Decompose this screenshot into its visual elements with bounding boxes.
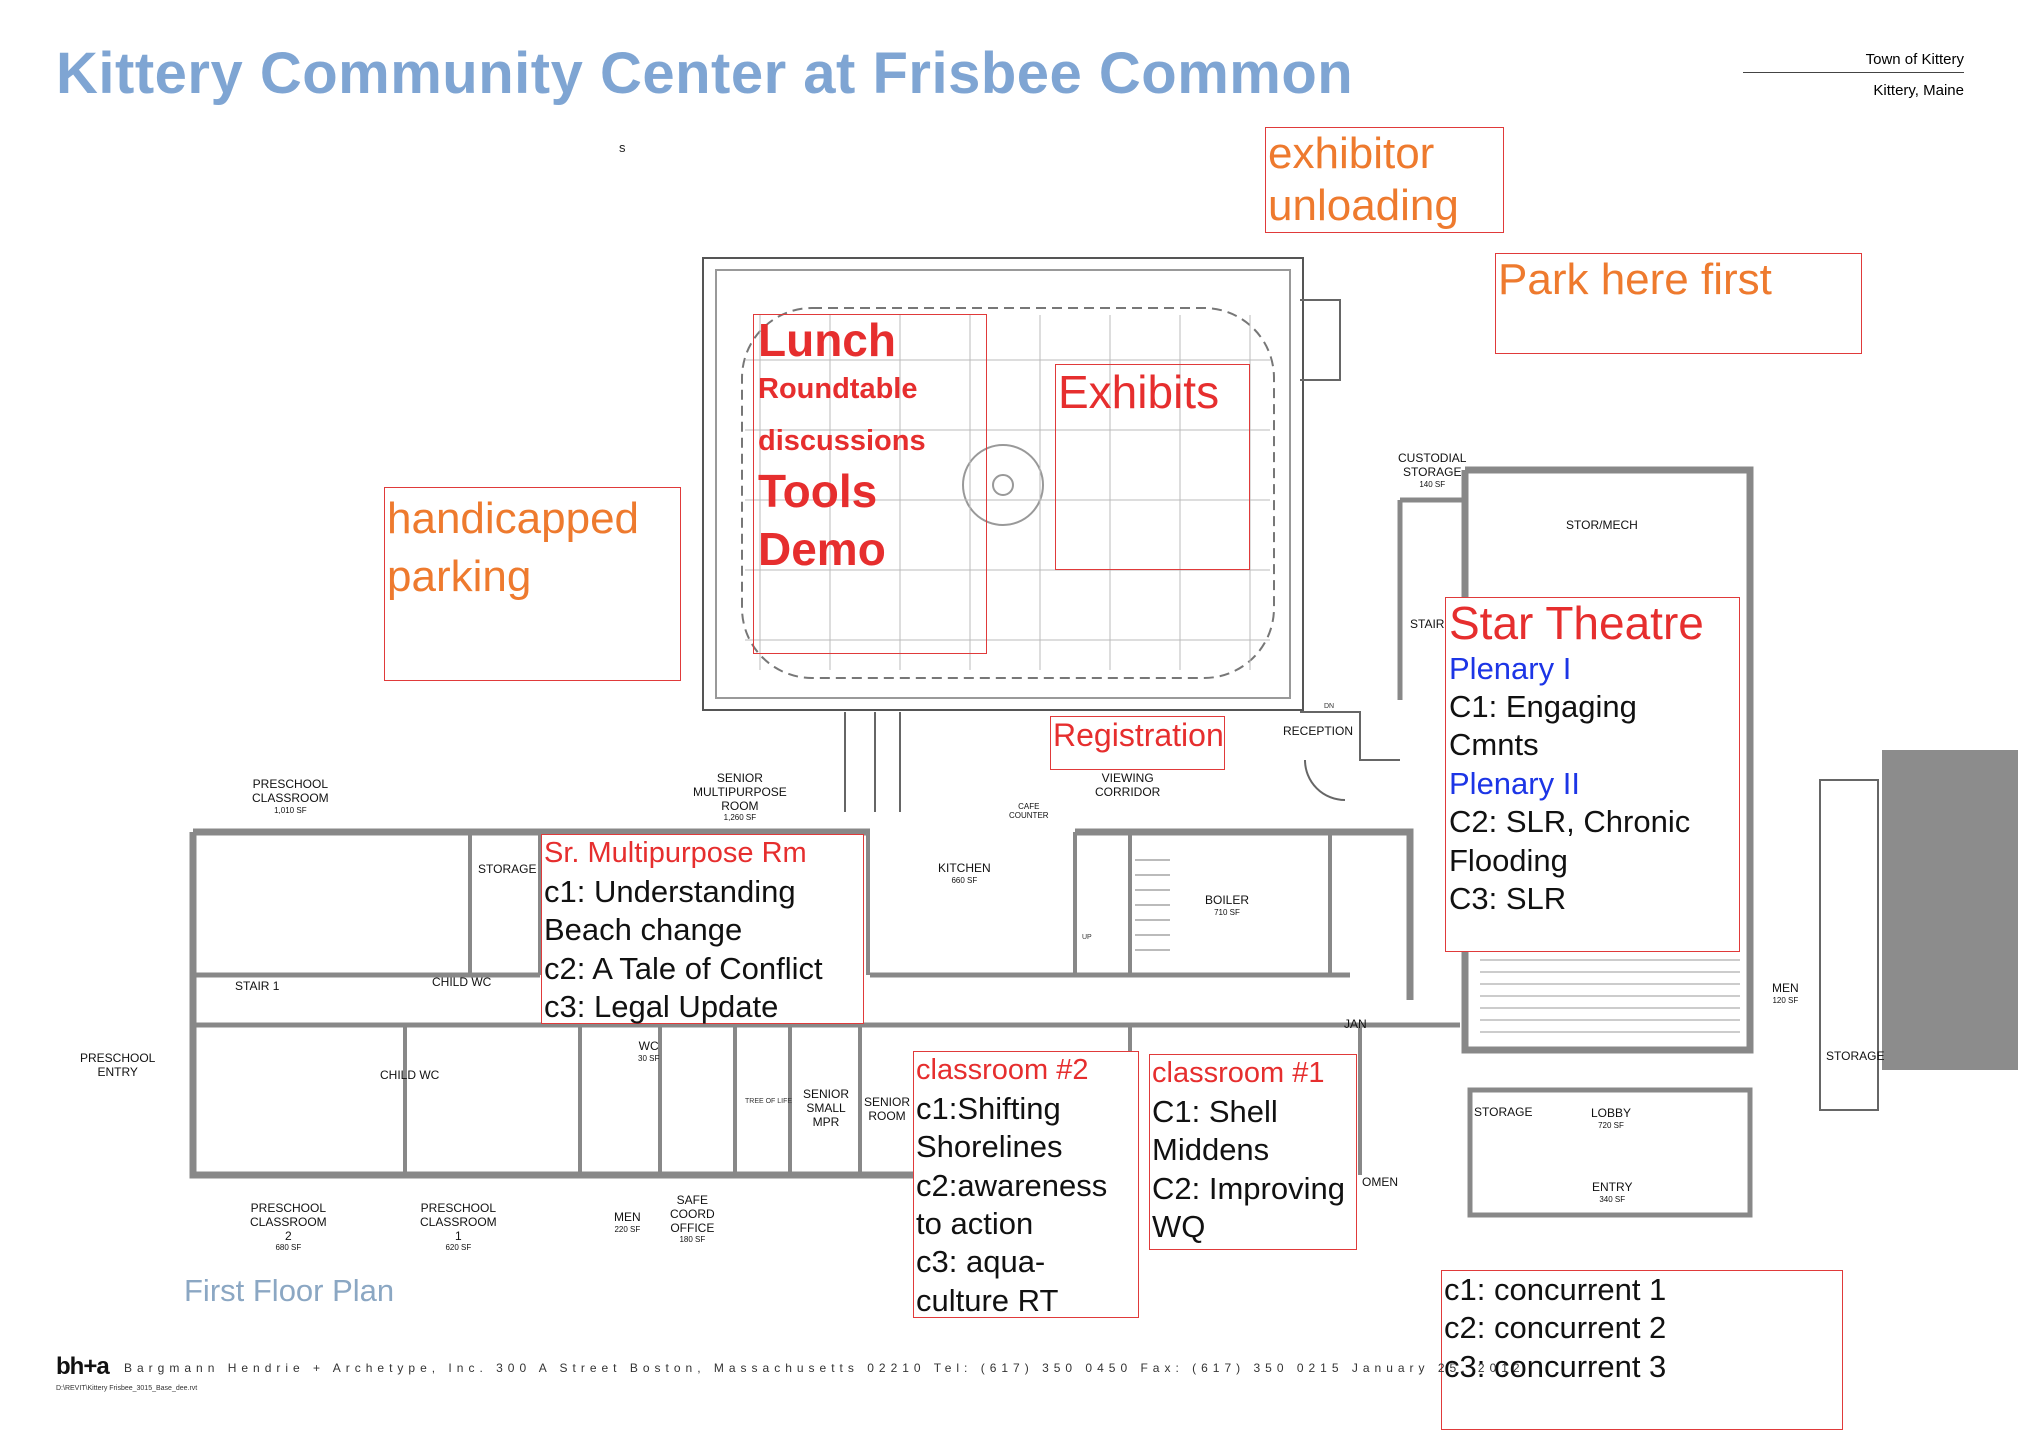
room-label-storage-lobby: STORAGE — [1474, 1105, 1533, 1119]
room-label-boiler: BOILER 710 SF — [1205, 893, 1250, 917]
annotation-handicapped-parking: handicapped parking — [384, 487, 681, 681]
main-wing-south-wall — [189, 832, 1120, 1179]
owner-line-2: Kittery, Maine — [1873, 82, 1964, 99]
room-label-men-right: MEN 120 SF — [1772, 981, 1799, 1005]
annotation-registration: Registration — [1050, 716, 1225, 770]
owner-line-1: Town of Kittery — [1865, 51, 1964, 68]
annotation-classroom-1: classroom #1 C1: Shell Middens C2: Impro… — [1149, 1054, 1357, 1250]
room-label-kitchen: KITCHEN 660 SF — [938, 861, 991, 885]
room-label-safe-coord-office: SAFE COORD OFFICE 180 SF — [670, 1193, 715, 1245]
annotation-exhibitor-unloading: exhibitor unloading — [1265, 127, 1504, 233]
gym-center-dot — [992, 474, 1014, 496]
stray-mark: s — [619, 140, 626, 155]
annotation-exhibits: Exhibits — [1055, 364, 1250, 570]
room-label-jan: JAN — [1344, 1017, 1367, 1031]
gym-center-circle — [962, 444, 1044, 526]
annotation-star-theatre: Star Theatre Plenary I C1: Engaging Cmnt… — [1445, 597, 1740, 952]
room-label-preschool-classroom-top: PRESCHOOL CLASSROOM 1,010 SF — [252, 777, 329, 815]
annotation-concurrent-legend: c1: concurrent 1 c2: concurrent 2 c3: co… — [1441, 1270, 1843, 1430]
custodial-walls — [1397, 497, 1465, 700]
main-wing-north-wall-east — [1075, 828, 1414, 1000]
room-label-stair: STAIR — [1410, 617, 1445, 631]
room-label-preschool-classroom-2: PRESCHOOL CLASSROOM 2 680 SF — [250, 1201, 327, 1253]
owner-divider — [1743, 72, 1964, 73]
room-label-men-bottom: MEN 220 SF — [614, 1210, 641, 1234]
annotation-classroom-2: classroom #2 c1:Shifting Shorelines c2:a… — [913, 1051, 1139, 1318]
room-label-wc: WC 30 SF — [638, 1039, 660, 1063]
reception-curve — [1304, 759, 1346, 801]
stair-up-marker: UP — [1082, 934, 1092, 941]
gym-inner-outline — [715, 269, 1291, 699]
room-label-child-wc-bottom: CHILD WC — [380, 1068, 440, 1082]
plan-label: First Floor Plan — [184, 1273, 395, 1308]
theatre-seating — [1480, 959, 1740, 1033]
room-label-senior-small-mpr: SENIOR SMALL MPR — [803, 1087, 850, 1129]
room-label-women: OMEN — [1362, 1175, 1398, 1189]
gym-outline — [702, 257, 1304, 711]
page-title: Kittery Community Center at Frisbee Comm… — [56, 41, 1354, 106]
room-label-senior-room: SENIOR ROOM — [864, 1095, 911, 1123]
reception-wall — [1300, 711, 1400, 761]
room-label-custodial-storage: CUSTODIAL STORAGE 140 SF — [1398, 451, 1467, 489]
gym-track — [741, 307, 1275, 679]
link-corridor — [844, 712, 901, 812]
footer-file-path: D:\REVIT\Kittery Frisbee_3015_Base_dee.r… — [56, 1385, 198, 1392]
room-label-lobby: LOBBY 720 SF — [1591, 1106, 1632, 1130]
firm-logo: bh+a — [56, 1353, 110, 1380]
footer-firm-info: Bargmann Hendrie + Archetype, Inc. 300 A… — [124, 1361, 1525, 1375]
lobby-walls — [1467, 1087, 1753, 1218]
boiler-stair — [1135, 859, 1170, 951]
gym-stair — [1300, 299, 1341, 381]
room-label-storage-left: STORAGE — [478, 862, 537, 876]
gym-grid-lines — [745, 315, 1270, 670]
room-label-child-wc-top: CHILD WC — [432, 975, 492, 989]
room-label-entry: ENTRY 340 SF — [1592, 1180, 1633, 1204]
annotation-park-here-first: Park here first — [1495, 253, 1862, 354]
room-label-reception: RECEPTION — [1283, 724, 1354, 738]
room-label-storage-right: STORAGE — [1826, 1049, 1885, 1063]
annotation-lunch-roundtable: Lunch Roundtable discussions Tools Demo — [753, 314, 987, 654]
room-label-cafe-counter: CAFE COUNTER — [1009, 802, 1049, 821]
room-label-senior-multipurpose: SENIOR MULTIPURPOSE ROOM 1,260 SF — [693, 771, 787, 823]
annotation-sr-multipurpose-room: Sr. Multipurpose Rm c1: Understanding Be… — [541, 834, 864, 1024]
room-label-stor-mech: STOR/MECH — [1566, 518, 1638, 532]
stair-dn-marker: DN — [1324, 703, 1335, 710]
annex-stair — [1819, 779, 1879, 1111]
room-label-stair-1: STAIR 1 — [235, 979, 280, 993]
room-label-preschool-classroom-1: PRESCHOOL CLASSROOM 1 620 SF — [420, 1201, 497, 1253]
room-label-preschool-entry: PRESCHOOL ENTRY — [80, 1051, 156, 1079]
room-label-viewing-corridor: VIEWING CORRIDOR — [1095, 771, 1161, 799]
adjacent-building — [1882, 750, 2018, 1070]
room-label-tree-of-life: TREE OF LIFE — [745, 1098, 793, 1105]
